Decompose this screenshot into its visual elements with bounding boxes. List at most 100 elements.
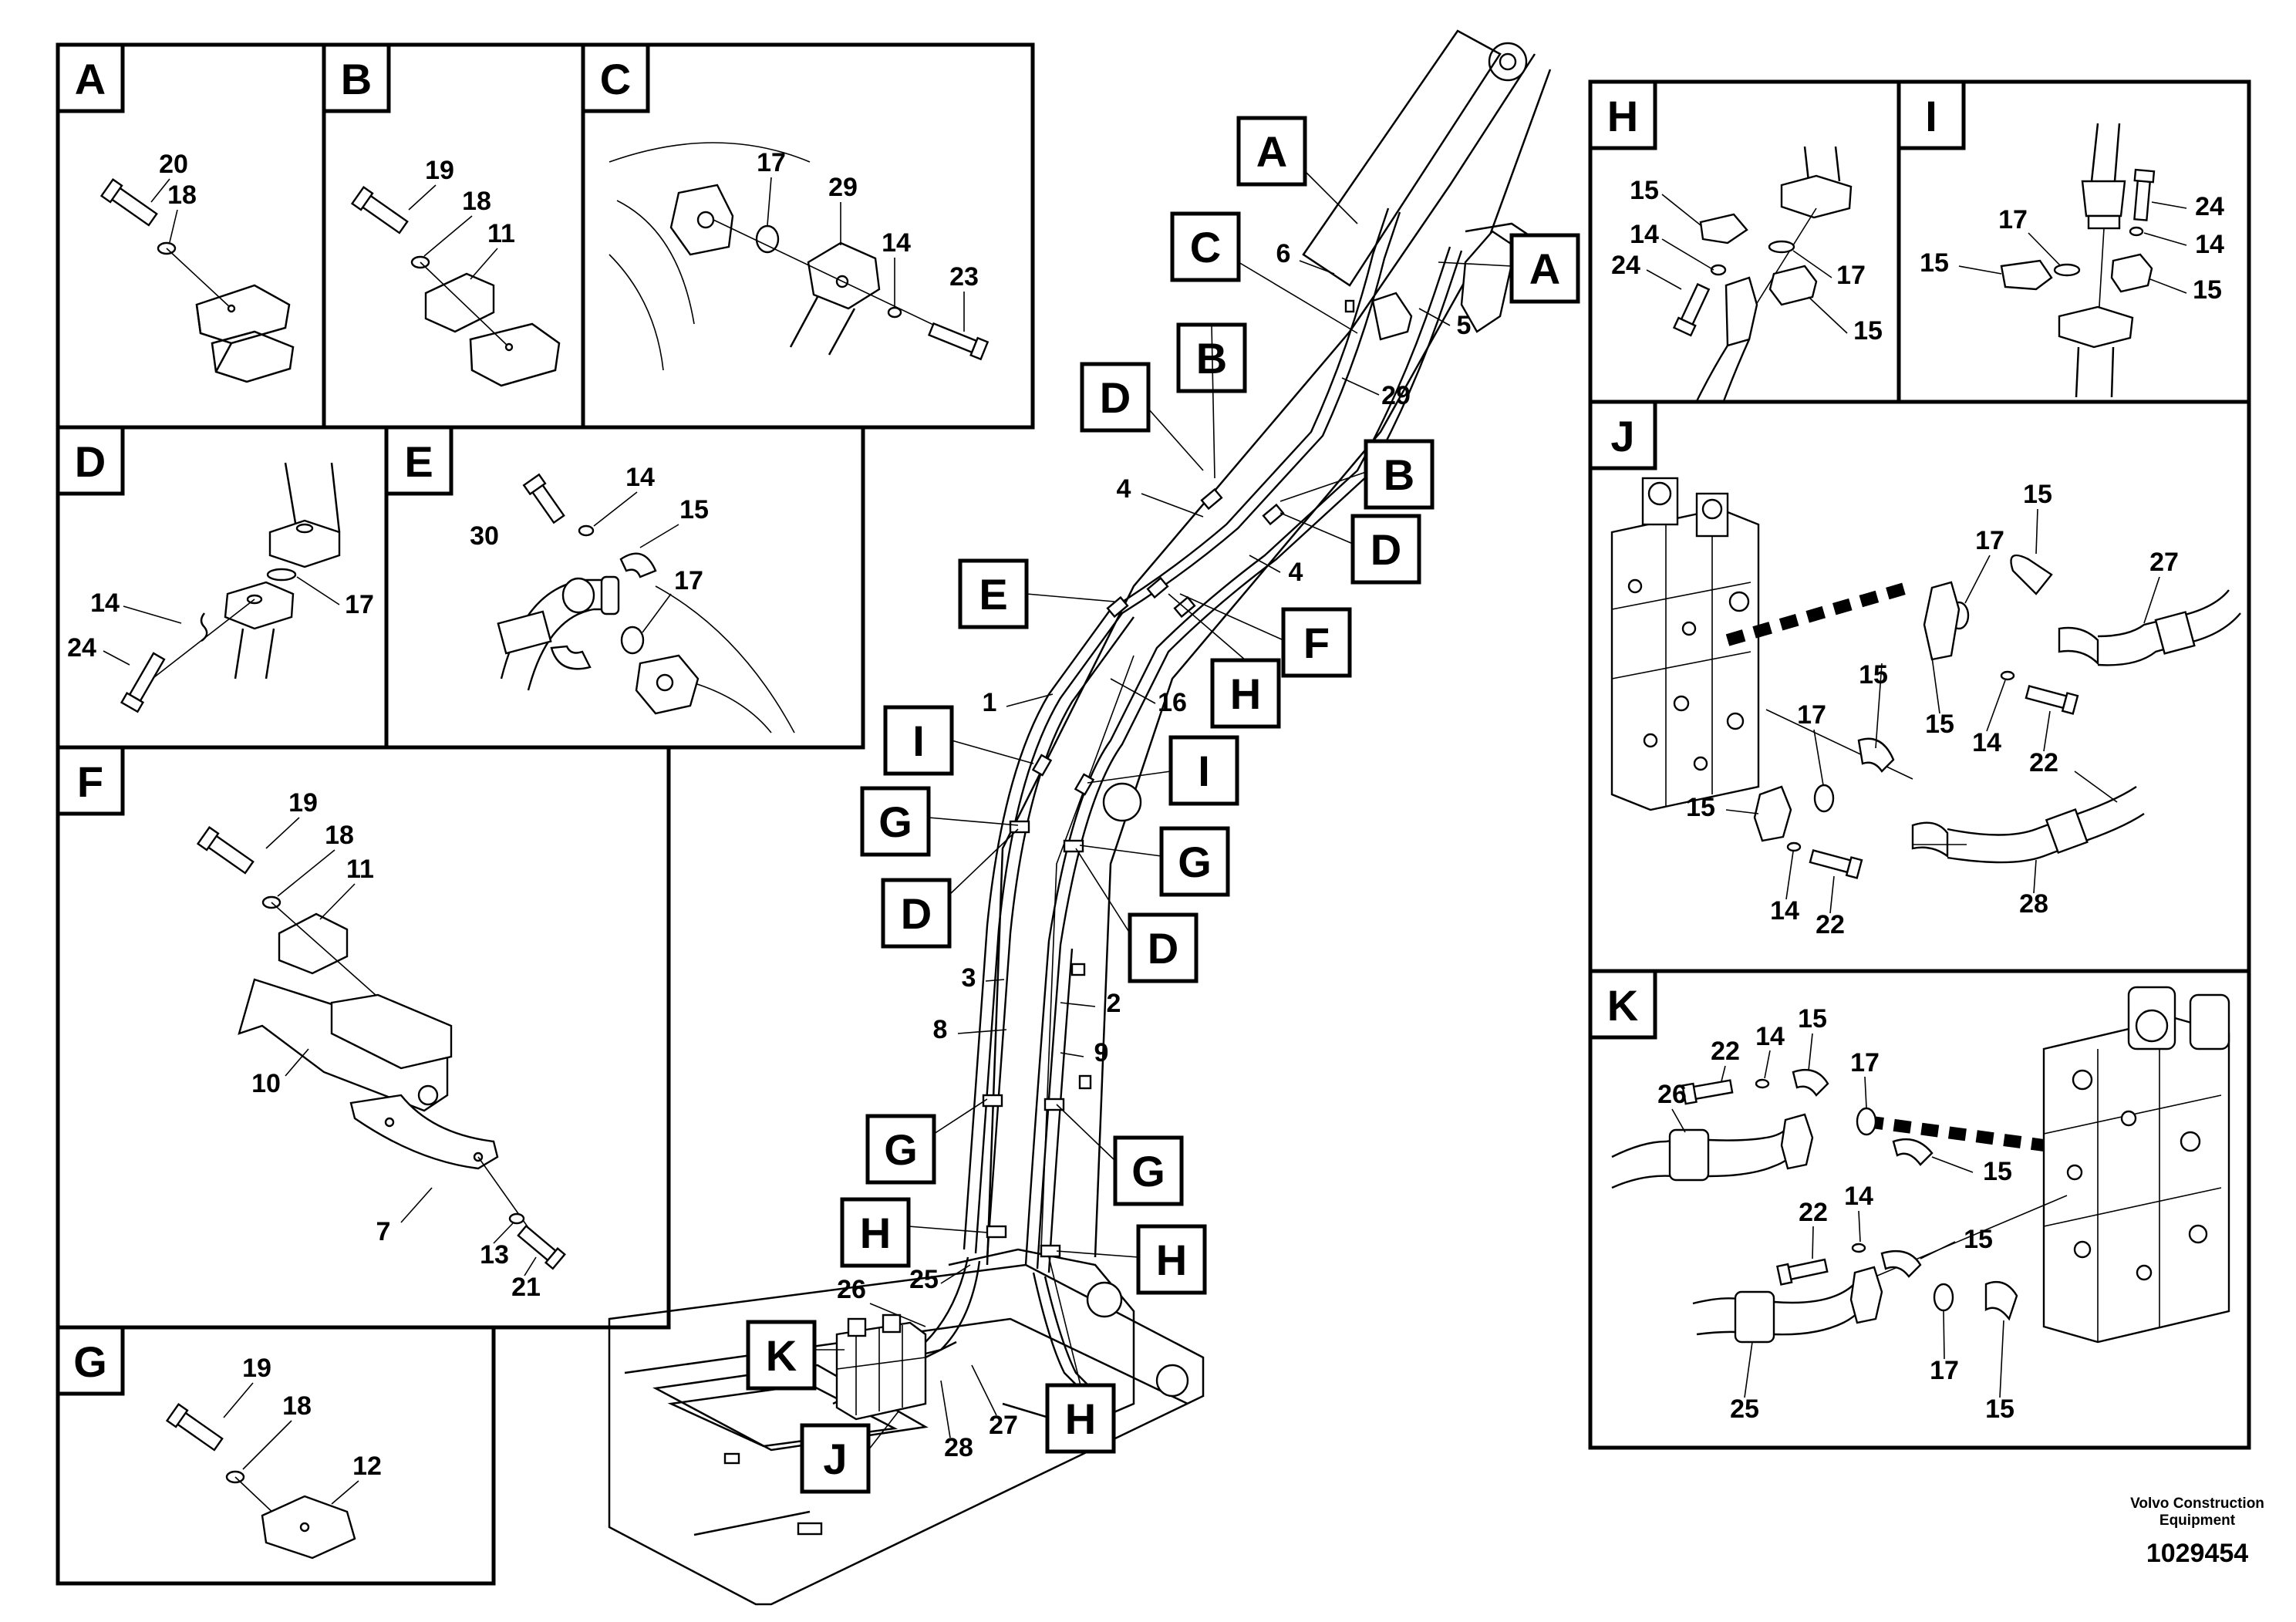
- panel-b-artwork: [350, 186, 561, 387]
- main-tag[interactable]: E: [958, 558, 1029, 629]
- panel-a-artwork: [99, 178, 295, 383]
- main-callout: 26: [837, 1275, 866, 1304]
- svg-text:K: K: [766, 1331, 797, 1380]
- panel-j-callout: 14: [1770, 896, 1799, 926]
- svg-text:J: J: [823, 1435, 847, 1483]
- main-tag[interactable]: A: [1236, 116, 1307, 187]
- panel-i-callout: 14: [2195, 230, 2224, 259]
- main-callout: 4: [1289, 558, 1303, 587]
- panel-g-callout: 19: [242, 1354, 271, 1383]
- panel-b-callout: 11: [487, 219, 515, 248]
- main-tag[interactable]: G: [865, 1114, 936, 1185]
- panel-f-callout: 13: [480, 1240, 509, 1270]
- panel-e-callout: 17: [674, 566, 703, 595]
- svg-text:F: F: [77, 757, 103, 806]
- svg-text:A: A: [1256, 127, 1287, 176]
- document-number: 1029454: [2146, 1539, 2248, 1568]
- panel-i-callout: 15: [2193, 275, 2222, 305]
- panel-i-callout: 24: [2195, 192, 2224, 221]
- svg-text:J: J: [1610, 412, 1634, 460]
- panel-h-callout: 15: [1630, 176, 1659, 205]
- main-tag[interactable]: D: [1080, 362, 1151, 433]
- o-ring-icon: [755, 224, 780, 254]
- main-callout: 16: [1158, 688, 1187, 717]
- panel-d-callout: 24: [67, 633, 96, 663]
- svg-text:B: B: [1384, 450, 1414, 499]
- svg-text:I: I: [1925, 92, 1937, 140]
- panel-letter-h: H: [1588, 79, 1657, 150]
- main-tag[interactable]: A: [1509, 233, 1580, 304]
- panel-h-callout: 14: [1630, 220, 1659, 249]
- panel-g-callout: 18: [282, 1391, 312, 1421]
- panel-k-callout: 22: [1799, 1198, 1828, 1227]
- panel-c-callout: 29: [828, 173, 858, 202]
- main-callout: 28: [944, 1433, 973, 1462]
- main-tag[interactable]: H: [1136, 1224, 1207, 1295]
- panel-d-callout: 14: [90, 588, 120, 618]
- panel-j-callout: 27: [2149, 548, 2179, 577]
- main-tag[interactable]: H: [1210, 658, 1281, 729]
- panel-f-callout: 19: [288, 788, 318, 818]
- main-tag[interactable]: C: [1170, 211, 1241, 282]
- main-callout: 2: [1107, 989, 1121, 1018]
- main-tag[interactable]: H: [840, 1197, 911, 1268]
- main-tag[interactable]: H: [1045, 1383, 1116, 1454]
- panel-k-frame: [1588, 969, 2251, 1450]
- main-tag[interactable]: G: [1159, 826, 1230, 897]
- main-tag[interactable]: B: [1364, 439, 1435, 510]
- panel-letter-b: B: [322, 42, 391, 113]
- main-tag[interactable]: D: [881, 878, 952, 949]
- panel-c-callout: 14: [882, 228, 911, 258]
- panel-letter-i: I: [1896, 79, 1966, 150]
- panel-a-callout: 20: [159, 150, 188, 179]
- panel-k-callout: 25: [1730, 1394, 1759, 1424]
- svg-text:H: H: [1156, 1236, 1187, 1284]
- panel-c-frame: [581, 42, 1035, 430]
- panel-j-callout: 17: [1975, 526, 2004, 555]
- main-tag[interactable]: K: [746, 1320, 817, 1391]
- svg-text:H: H: [1230, 669, 1261, 718]
- main-tag[interactable]: D: [1128, 912, 1199, 983]
- svg-text:I: I: [1198, 747, 1210, 795]
- panel-j-callout: 22: [2029, 748, 2058, 777]
- brand-line-2: Equipment: [2159, 1512, 2236, 1529]
- svg-text:K: K: [1607, 981, 1638, 1030]
- svg-text:I: I: [912, 717, 925, 765]
- svg-text:D: D: [901, 889, 932, 938]
- svg-text:B: B: [341, 55, 372, 103]
- panel-k-artwork: [1611, 986, 2230, 1344]
- panel-f-callout: 10: [251, 1069, 281, 1098]
- svg-text:C: C: [600, 55, 631, 103]
- main-callout: 8: [933, 1015, 948, 1044]
- panel-letter-k: K: [1588, 969, 1657, 1040]
- panel-letter-c: C: [581, 42, 650, 113]
- svg-text:G: G: [884, 1125, 918, 1174]
- main-tag[interactable]: G: [1113, 1135, 1184, 1206]
- panel-e-callout: 30: [470, 521, 499, 551]
- main-tag[interactable]: G: [860, 786, 931, 857]
- panel-c-artwork: [609, 142, 990, 371]
- panel-e-frame: [384, 425, 865, 750]
- svg-text:F: F: [1303, 619, 1330, 667]
- main-tag[interactable]: I: [1168, 735, 1239, 806]
- o-ring-icon: [1933, 1283, 1954, 1312]
- panel-letter-e: E: [384, 425, 453, 496]
- panel-k-callout: 15: [1798, 1004, 1827, 1034]
- panel-f-callout: 7: [376, 1217, 391, 1246]
- main-callout: 9: [1094, 1038, 1109, 1067]
- panel-d-callout: 17: [345, 590, 374, 619]
- main-tag[interactable]: D: [1350, 514, 1421, 585]
- main-tag[interactable]: J: [800, 1423, 871, 1494]
- main-callout: 27: [989, 1411, 1018, 1440]
- svg-text:H: H: [1607, 92, 1638, 140]
- main-callout: 6: [1276, 239, 1291, 268]
- panel-a-callout: 18: [167, 180, 197, 210]
- panel-h-callout: 17: [1836, 261, 1866, 290]
- panel-j-callout: 28: [2019, 889, 2048, 919]
- main-tag[interactable]: F: [1281, 607, 1352, 678]
- panel-e-callout: 15: [679, 495, 709, 524]
- panel-c-callout: 23: [949, 262, 979, 292]
- main-tag[interactable]: I: [883, 705, 954, 776]
- panel-k-callout: 14: [1844, 1182, 1873, 1211]
- panel-k-callout: 15: [1983, 1157, 2012, 1186]
